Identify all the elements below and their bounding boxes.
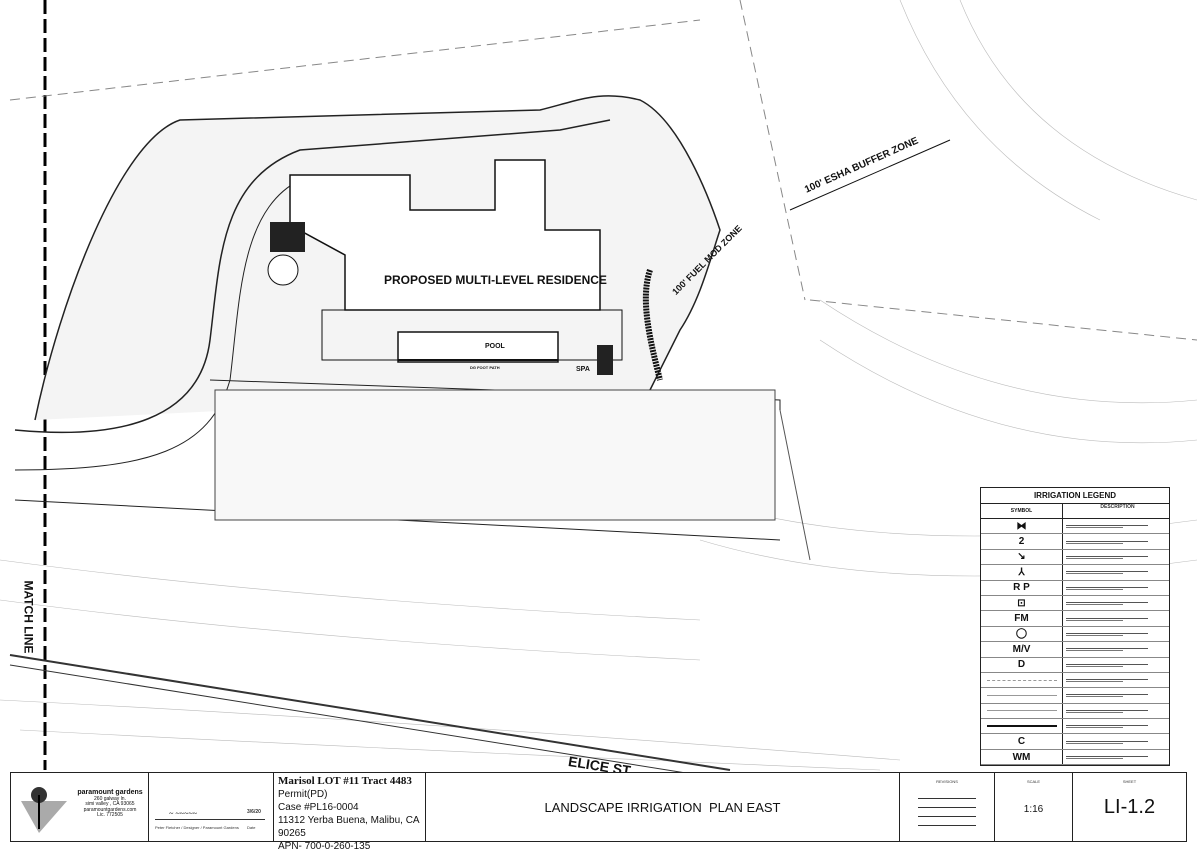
company-license: Lic. 772505 [97, 812, 123, 819]
legend-symbol: R P [981, 580, 1063, 595]
legend-symbol: ◯ [981, 626, 1063, 642]
match-line-label: MATCH LINE [21, 580, 36, 654]
project-address: 11312 Yerba Buena, Malibu, CA 90265 [278, 815, 420, 839]
company-address1: 260 galway ln. [94, 795, 126, 802]
project-name: Marisol LOT #11 Tract 4483 [278, 775, 412, 787]
legend-description [1063, 555, 1169, 559]
sheet-number: LI-1.2 [1103, 796, 1156, 818]
legend-description [1063, 709, 1169, 713]
legend-symbol [981, 703, 1063, 719]
foot-path-label: DG FOOT PATH [470, 365, 500, 370]
legend-symbol: WM [981, 749, 1063, 765]
legend-row: ⧓ [981, 519, 1169, 535]
legend-line-symbol [986, 679, 1057, 681]
pool-label: POOL [485, 343, 505, 350]
legend-row: 2 [981, 534, 1169, 550]
company-website: paramountgardens.com [83, 806, 137, 813]
legend-description [1063, 693, 1169, 698]
legend-symbol: FM [981, 611, 1063, 626]
permit: Permit(PD) [278, 789, 328, 800]
sheet-title-cell: LANDSCAPE IRRIGATION PLAN EAST [426, 773, 900, 841]
legend-symbol [981, 719, 1063, 734]
signature-date: 3/6/20 [247, 809, 261, 815]
legend-symbol: 2 [981, 534, 1063, 549]
legend-symbol: ⅄ [981, 565, 1063, 580]
legend-row: R P [981, 580, 1169, 596]
legend-row: FM [981, 611, 1169, 627]
legend-row: D [981, 657, 1169, 673]
legend-symbol: M/V [981, 642, 1063, 657]
sheet-label: SHEET [1122, 779, 1137, 784]
irrigation-legend: IRRIGATION LEGEND SYMBOL DESCRIPTION ⧓2↘⅄… [980, 487, 1170, 767]
revisions-label: REVISIONS [936, 779, 958, 784]
legend-symbol: ⧓ [981, 519, 1063, 534]
legend-description [1063, 632, 1169, 636]
legend-title: IRRIGATION LEGEND [981, 488, 1169, 504]
legend-row [981, 672, 1169, 689]
legend-description [1063, 678, 1169, 683]
legend-row: M/V [981, 642, 1169, 658]
sheet-cell: SHEET LI-1.2 [1073, 773, 1186, 841]
legend-symbol [981, 688, 1063, 703]
legend-row [981, 719, 1169, 735]
legend-description [1063, 617, 1169, 621]
legend-symbol: D [981, 657, 1063, 672]
legend-line-symbol [986, 725, 1057, 728]
company-cell: paramount gardens 260 galway ln. simi va… [11, 773, 149, 841]
legend-row: WM [981, 749, 1169, 766]
scale-cell: SCALE 1:16 [995, 773, 1073, 841]
legend-symbol: ⊡ [981, 595, 1063, 611]
legend-row [981, 688, 1169, 704]
legend-description [1063, 724, 1169, 729]
date-label: Date [247, 825, 256, 830]
legend-description [1063, 570, 1169, 575]
company-address2: simi valley , CA 93065 [85, 801, 135, 808]
legend-symbol: C [981, 734, 1063, 749]
apn: APN- 700-0-260-135 [278, 841, 371, 852]
legend-row: ◯ [981, 626, 1169, 643]
legend-description [1063, 540, 1169, 544]
legend-description [1063, 663, 1169, 667]
legend-row: ⅄ [981, 565, 1169, 581]
title-block: paramount gardens 260 galway ln. simi va… [10, 772, 1187, 852]
legend-row: C [981, 734, 1169, 750]
signature-cell: ~ ~~~~~ 3/6/20 Peter Fletcher / Designer… [149, 773, 274, 841]
legend-description [1063, 755, 1169, 760]
legend-symbol [981, 672, 1063, 688]
legend-description [1063, 586, 1169, 590]
designer-name: Peter Fletcher / Designer / Paramount Ga… [155, 825, 239, 830]
residence-label: PROPOSED MULTI-LEVEL RESIDENCE [384, 273, 607, 287]
sheet-title: LANDSCAPE IRRIGATION PLAN EAST [544, 799, 781, 815]
revisions-cell: REVISIONS [900, 773, 995, 841]
project-cell: Marisol LOT #11 Tract 4483 Permit(PD) Ca… [274, 773, 426, 852]
legend-line-symbol [986, 694, 1057, 696]
signature: ~ ~~~~~ [169, 809, 197, 818]
legend-row: ↘ [981, 549, 1169, 566]
company-name: paramount gardens [77, 789, 143, 796]
legend-symbol: ↘ [981, 549, 1063, 565]
spa-label: SPA [576, 366, 590, 373]
legend-description [1063, 601, 1169, 606]
scale-value: 1:16 [1023, 804, 1044, 815]
legend-description [1063, 524, 1169, 529]
legend-row [981, 703, 1169, 720]
case-number: Case #PL16-0004 [278, 802, 359, 813]
legend-symbol-header: SYMBOL [981, 504, 1063, 518]
legend-description-header: DESCRIPTION [1100, 504, 1135, 510]
legend-description [1063, 740, 1169, 744]
legend-line-symbol [986, 710, 1057, 712]
company-logo [21, 787, 67, 833]
legend-description [1063, 647, 1169, 652]
legend-row: ⊡ [981, 595, 1169, 612]
scale-label: SCALE [1026, 779, 1041, 784]
